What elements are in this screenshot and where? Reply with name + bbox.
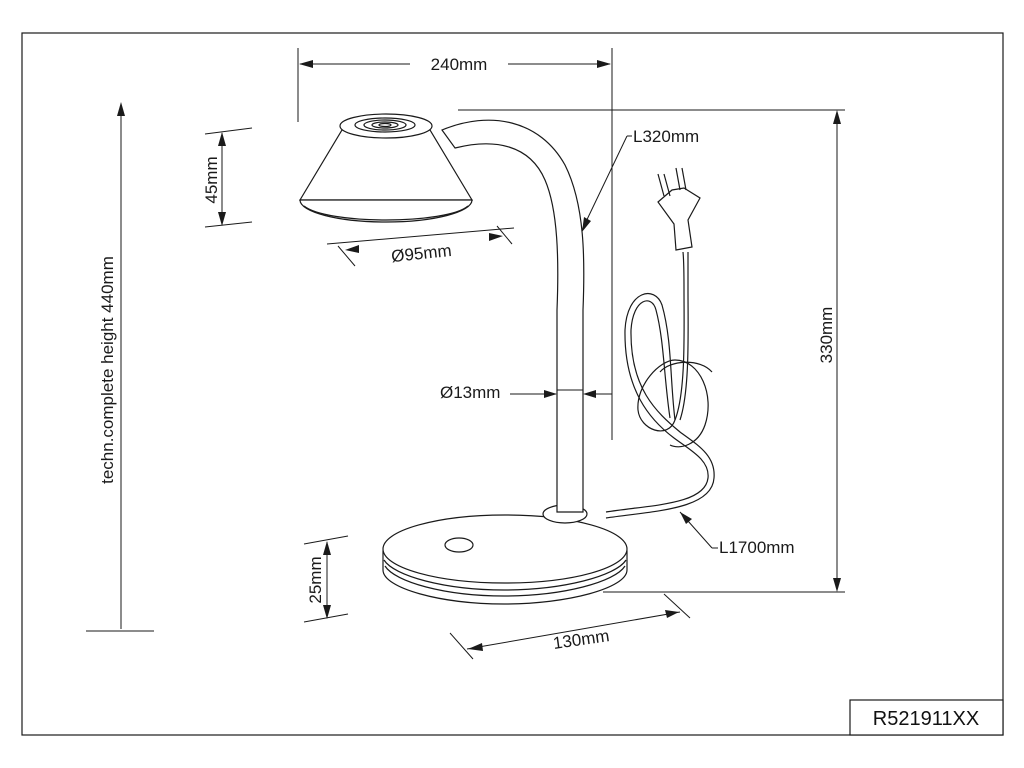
lamp-shade xyxy=(298,113,474,223)
dimension-arm-length: L320mm xyxy=(581,127,699,232)
cable-length-label: L1700mm xyxy=(719,538,795,557)
dimension-arm-diameter: Ø13mm xyxy=(440,383,612,402)
lamp-height-label: 330mm xyxy=(817,307,836,364)
dimension-lamp-height: 330mm xyxy=(458,109,845,593)
dimension-shade-height: 45mm xyxy=(202,127,253,228)
base-switch xyxy=(444,537,474,553)
dimension-total-height: techn.complete height 440mm xyxy=(86,102,154,632)
shade-diameter-label: Ø95mm xyxy=(390,241,452,266)
base-height-label: 25mm xyxy=(306,556,325,603)
dimension-cable-length: L1700mm xyxy=(679,511,795,557)
dimension-base-height: 25mm xyxy=(303,535,349,623)
dimension-width: 240mm xyxy=(297,48,613,440)
total-height-label: techn.complete height 440mm xyxy=(98,256,117,484)
lamp-arm xyxy=(441,119,585,513)
desk-lamp xyxy=(298,113,715,605)
product-code: R521911XX xyxy=(873,708,979,730)
shade-height-label: 45mm xyxy=(202,156,221,203)
power-plug xyxy=(657,167,701,251)
drawing-frame xyxy=(21,32,1004,736)
width-label: 240mm xyxy=(431,55,488,74)
lamp-base xyxy=(382,504,628,605)
arm-length-label: L320mm xyxy=(633,127,699,146)
power-cable xyxy=(605,251,715,519)
arm-diameter-label: Ø13mm xyxy=(440,383,500,402)
dimension-shade-diameter: Ø95mm xyxy=(326,225,515,267)
base-diameter-label: 130mm xyxy=(552,626,611,653)
product-code-box: R521911XX xyxy=(849,699,1004,736)
